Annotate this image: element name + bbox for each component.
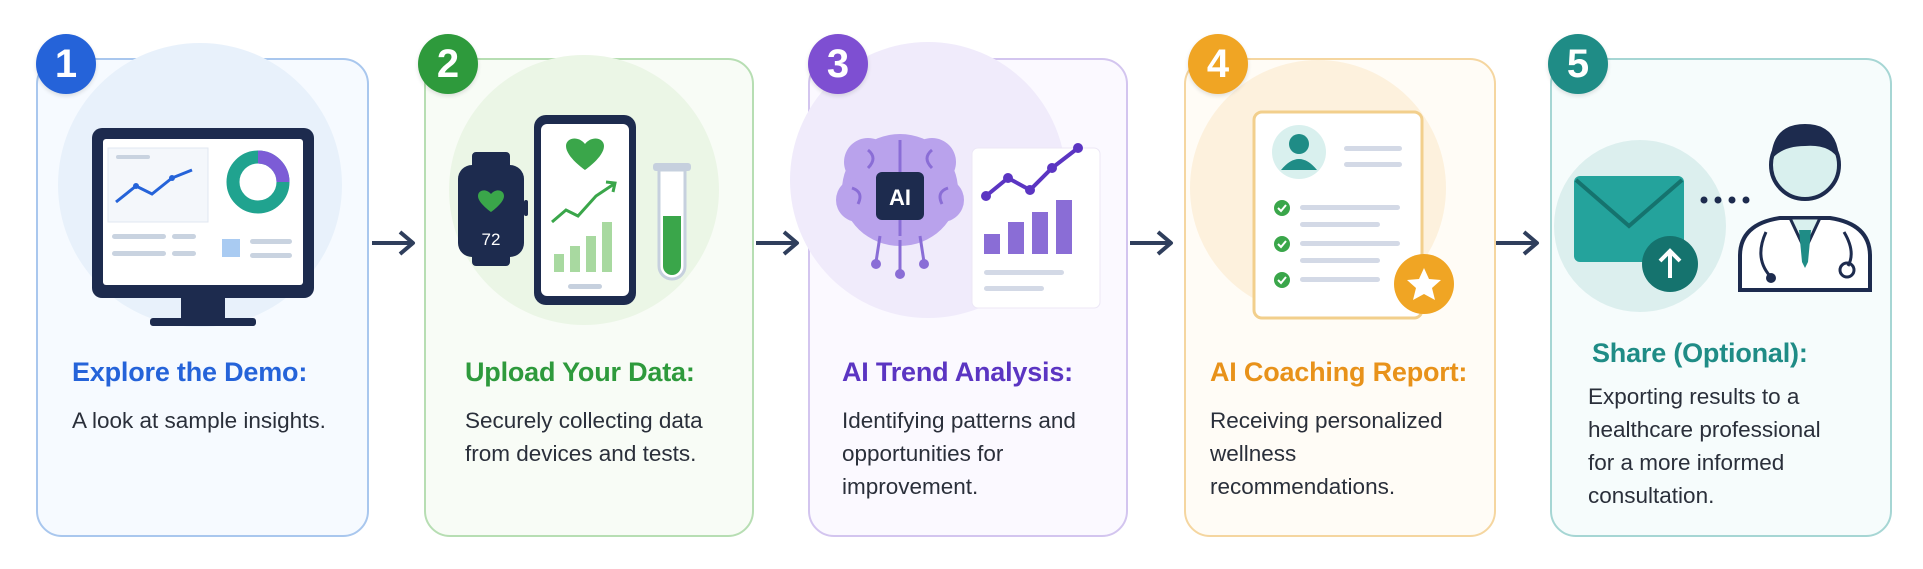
arrow-right-icon <box>1496 230 1539 256</box>
step-title-1: Explore the Demo: <box>72 357 308 387</box>
step-title-2: Upload Your Data: <box>465 357 695 387</box>
step-title-4: AI Coaching Report: <box>1210 357 1468 387</box>
step-number-badge-3: 3 <box>808 34 868 94</box>
arrow-right-icon <box>372 230 415 256</box>
step-number-badge-4: 4 <box>1188 34 1248 94</box>
step-title-5: Share (Optional): <box>1592 338 1808 368</box>
arrow-right-icon <box>1130 230 1173 256</box>
arrow-right-icon <box>756 230 799 256</box>
step-description-5: Exporting results to a healthcare profes… <box>1588 384 1821 508</box>
step-number-badge-2: 2 <box>418 34 478 94</box>
step-description-1: A look at sample insights. <box>72 408 326 433</box>
step-description-4: Receiving personalized wellness recommen… <box>1210 408 1443 499</box>
step-description-2: Securely collecting data from devices an… <box>465 408 703 466</box>
step-description-3: Identifying patterns and opportunities f… <box>842 408 1076 499</box>
step-number-badge-5: 5 <box>1548 34 1608 94</box>
step-number-badge-1: 1 <box>36 34 96 94</box>
step-card-1 <box>36 58 369 537</box>
step-title-3: AI Trend Analysis: <box>842 357 1073 387</box>
